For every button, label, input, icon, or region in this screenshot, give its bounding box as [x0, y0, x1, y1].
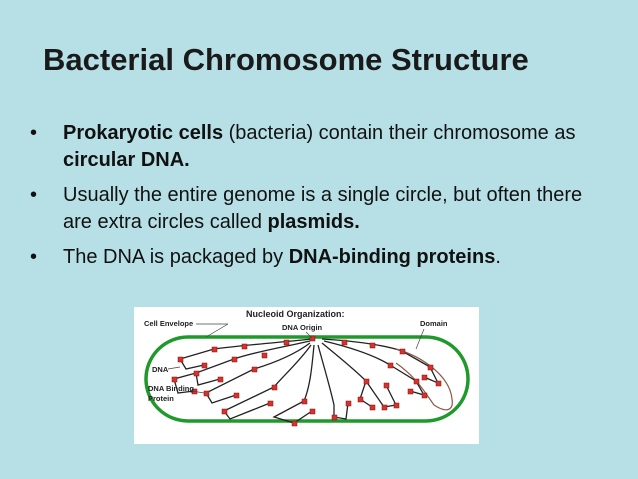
protein-marker — [221, 408, 228, 415]
bullet-bold-text: plasmids. — [267, 211, 360, 233]
protein-marker — [309, 335, 316, 342]
bullet-text: Usually the entire genome is a single ci… — [63, 184, 583, 233]
protein-marker — [231, 356, 238, 363]
figure-title: Nucleoid Organization: — [246, 309, 345, 319]
bullet-bold-text: DNA-binding proteins — [288, 246, 496, 268]
bullet-icon: • — [30, 122, 38, 144]
label-dna-binding: DNA Binding — [148, 384, 194, 393]
protein-marker — [291, 420, 298, 427]
dna-strand — [317, 344, 349, 420]
dna-strand — [223, 344, 312, 420]
protein-marker — [301, 398, 308, 405]
bullet-icon: • — [30, 184, 38, 206]
protein-marker — [271, 384, 278, 391]
protein-marker — [233, 392, 240, 399]
protein-marker — [387, 362, 394, 369]
leader-line — [415, 328, 425, 350]
protein-marker — [421, 392, 428, 399]
protein-marker — [241, 343, 248, 350]
nucleoid-svg: Nucleoid Organization: Cell Envelope DNA… — [144, 309, 470, 427]
protein-marker — [399, 348, 406, 355]
dna-strand — [272, 344, 315, 424]
leader-lines — [167, 323, 425, 394]
leader-line — [205, 323, 229, 338]
protein-marker — [283, 339, 290, 346]
dna-strand — [179, 338, 313, 370]
protein-marker — [203, 390, 210, 397]
protein-marker — [427, 364, 434, 371]
protein-marker — [383, 382, 390, 389]
protein-marker — [251, 366, 258, 373]
cell-envelope-shape — [144, 335, 470, 423]
dna-strand — [205, 342, 311, 404]
protein-marker — [177, 356, 184, 363]
protein-marker — [363, 378, 370, 385]
protein-marker — [381, 404, 388, 411]
protein-marker — [345, 400, 352, 407]
bullet-text: The DNA is packaged by — [63, 246, 289, 268]
protein-marker — [261, 352, 268, 359]
protein-marker — [341, 339, 348, 346]
protein-marker — [193, 370, 200, 377]
dna-strand — [323, 340, 426, 397]
label-domain: Domain — [420, 319, 448, 328]
dna-strand — [321, 342, 397, 408]
bullet-item-packaging: • The DNA is packaged by DNA-binding pro… — [30, 244, 610, 271]
leader-line — [191, 390, 205, 394]
protein-marker — [201, 362, 208, 369]
dna-strand — [359, 380, 373, 408]
protein-marker — [357, 396, 364, 403]
protein-marker — [267, 400, 274, 407]
protein-marker — [413, 378, 420, 385]
bullet-item-genome: • Usually the entire genome is a single … — [30, 182, 610, 236]
protein-marker — [217, 376, 224, 383]
dna-strand — [173, 372, 197, 394]
protein-marker — [393, 402, 400, 409]
protein-marker — [331, 414, 338, 421]
protein-marker — [369, 404, 376, 411]
protein-marker — [369, 342, 376, 349]
label-dna: DNA — [152, 365, 169, 374]
label-protein: Protein — [148, 394, 174, 403]
bullet-text: (bacteria) contain their chromosome as — [223, 122, 576, 144]
protein-marker — [211, 346, 218, 353]
bullet-bold-text: circular DNA. — [63, 149, 190, 171]
bullet-text: . — [495, 246, 501, 268]
dna-loops — [173, 338, 440, 424]
protein-marker — [435, 380, 442, 387]
bullet-icon: • — [30, 246, 38, 268]
protein-marker — [171, 376, 178, 383]
label-cell-envelope: Cell Envelope — [144, 319, 193, 328]
nucleoid-diagram: Nucleoid Organization: Cell Envelope DNA… — [134, 307, 479, 444]
protein-marker — [407, 388, 414, 395]
protein-marker — [421, 374, 428, 381]
leader-line — [167, 366, 181, 370]
slide-title: Bacterial Chromosome Structure — [43, 42, 529, 77]
dna-strand — [195, 340, 311, 386]
leader-line — [305, 331, 313, 339]
bullet-item-prokaryotic: • Prokaryotic cells (bacteria) contain t… — [30, 120, 610, 174]
label-dna-origin: DNA Origin — [282, 323, 323, 332]
protein-marker — [309, 408, 316, 415]
bullet-list: • Prokaryotic cells (bacteria) contain t… — [30, 120, 610, 279]
dna-strand — [321, 338, 440, 385]
bullet-bold-text: Prokaryotic cells — [63, 122, 224, 144]
